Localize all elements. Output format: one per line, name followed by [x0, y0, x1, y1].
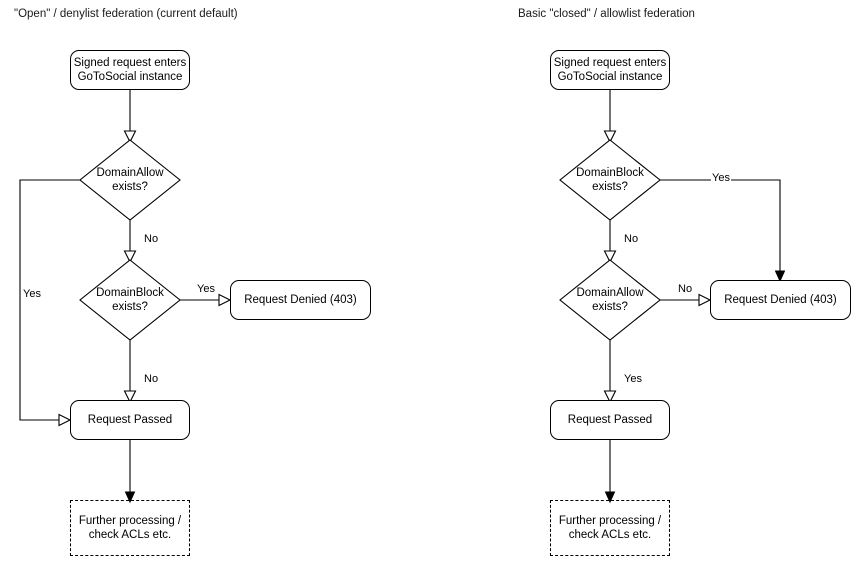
arrowhead-filled	[124, 491, 136, 504]
node-further-processing[interactable]: Further processing / check ACLs etc.	[70, 500, 190, 556]
decision-domainblock-shape	[559, 139, 661, 221]
arrowhead-open	[603, 390, 617, 404]
edge-label-allow-yes: Yes	[623, 373, 643, 385]
arrowhead-filled	[604, 491, 616, 504]
node-request-passed[interactable]: Request Passed	[550, 400, 670, 440]
node-request-denied[interactable]: Request Denied (403)	[710, 280, 851, 320]
node-label: Further processing / check ACLs etc.	[78, 515, 182, 541]
arrowhead-open	[123, 390, 137, 404]
edge-label-allow-no: No	[677, 283, 694, 295]
arrowhead-open	[603, 250, 617, 264]
node-label: Signed request enters GoToSocial instanc…	[73, 57, 187, 83]
edge-label-block-yes: Yes	[711, 172, 731, 184]
decision-domainblock-shape	[79, 259, 181, 341]
node-label: Request Denied (403)	[724, 294, 837, 306]
node-label: Request Denied (403)	[244, 294, 357, 306]
arrowhead-open	[123, 130, 137, 144]
decision-domainallow-shape	[79, 139, 181, 221]
arrowhead-open	[698, 293, 712, 307]
node-signed-request-enters[interactable]: Signed request enters GoToSocial instanc…	[70, 50, 190, 90]
edge-label-block-yes: Yes	[196, 283, 216, 295]
panel-title-closed-allowlist: Basic "closed" / allowlist federation	[518, 8, 695, 20]
edge-block-yes-to-denied	[660, 179, 781, 275]
arrowhead-filled	[774, 270, 786, 283]
panel-title-open-denylist: "Open" / denylist federation (current de…	[14, 8, 238, 20]
edge-allow-yes-to-passed	[19, 179, 80, 421]
node-further-processing[interactable]: Further processing / check ACLs etc.	[550, 500, 670, 556]
arrowhead-open	[603, 130, 617, 144]
node-signed-request-enters[interactable]: Signed request enters GoToSocial instanc…	[550, 50, 670, 90]
arrowhead-open	[123, 250, 137, 264]
decision-domainallow-shape	[559, 259, 661, 341]
arrowhead-open	[58, 413, 72, 427]
node-request-passed[interactable]: Request Passed	[70, 400, 190, 440]
edge-label-block-no: No	[623, 233, 640, 245]
node-label: Request Passed	[567, 414, 653, 426]
node-label: Further processing / check ACLs etc.	[558, 515, 662, 541]
edge-label-block-no: No	[143, 373, 160, 385]
node-label: Signed request enters GoToSocial instanc…	[553, 57, 667, 83]
node-label: Request Passed	[87, 414, 173, 426]
node-request-denied[interactable]: Request Denied (403)	[230, 280, 371, 320]
arrowhead-open	[218, 293, 232, 307]
edge-label-allow-no: No	[143, 233, 160, 245]
edge-label-allow-yes: Yes	[22, 288, 42, 300]
